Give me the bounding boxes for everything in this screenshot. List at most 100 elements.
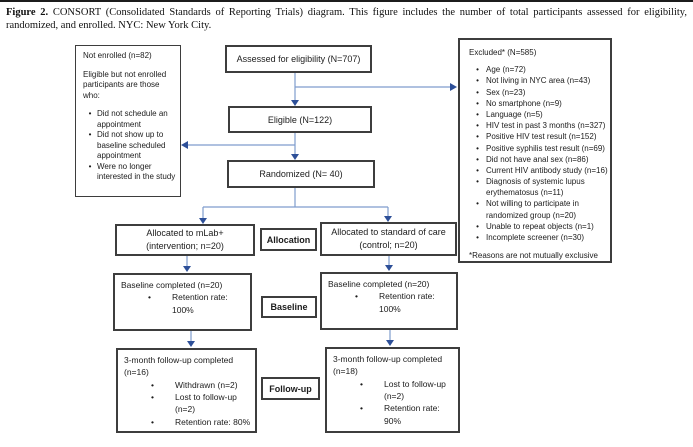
list-item-text: Retention rate: 80% [175,416,251,427]
baseline-intervention-title: Baseline completed (n=20) [121,280,223,290]
list-item: Age (n=72) [469,64,608,75]
list-item: Current HIV antibody study (n=16) [469,165,608,176]
followup-control-title: 3-month follow-up completed (n=18) [333,354,443,377]
list-item-text: Not living in NYC area (n=43) [486,76,591,86]
list-item: Lost to follow-up (n=2) [333,378,456,403]
bullet-dot [469,98,486,109]
list-item-text: Sex (n=23) [486,87,526,97]
bullet-dot [146,416,175,428]
top-border-rule [0,0,693,2]
list-item: Did not schedule an appointment [83,109,177,130]
list-item-text: Lost to follow-up (n=2) [175,391,237,415]
list-item-text: Did not have anal sex (n=86) [486,154,589,164]
list-item: Were no longer interested in the study [83,162,177,183]
bullet-dot [469,143,486,154]
bullet-dot [469,232,486,243]
bullet-dot [83,130,97,141]
list-item: Unable to repeat objects (n=1) [469,221,608,232]
not-enrolled-list: Did not schedule an appointment Did not … [83,109,177,183]
list-item: Retention rate: 100% [121,291,248,316]
list-item-text: Did not schedule an appointment [97,109,168,129]
list-item-text: Language (n=5) [486,109,543,119]
list-item: No smartphone (n=9) [469,98,608,109]
excluded-box: Excluded* (N=585) Age (n=72) Not living … [458,38,612,263]
allocated-intervention-line2: (intervention; n=20) [146,241,224,251]
list-item-text: Retention rate: 90% [384,403,440,426]
list-item: HIV test in past 3 months (n=327) [469,120,608,131]
list-item-text: Did not show up to baseline scheduled ap… [97,130,166,161]
list-item: Retention rate: 90% [333,402,456,427]
list-item: Positive syphilis test result (n=69) [469,143,608,154]
list-item: Lost to follow-up (n=2) [124,391,253,416]
followup-control-box: 3-month follow-up completed (n=18) Lost … [325,347,460,433]
eligible-box: Eligible (N=122) [228,106,372,133]
bullet-dot [146,391,175,403]
stage-label-followup: Follow-up [261,377,320,400]
arrow-allocation-to-baseline-right [385,256,393,271]
list-item: Language (n=5) [469,109,608,120]
bullet-dot [469,120,486,131]
list-item: Incomplete screener (n=30) [469,232,608,243]
bullet-dot [143,291,172,303]
list-item-text: Retention rate: 100% [172,292,228,315]
allocated-control-line2: (control; n=20) [359,240,418,250]
figure-caption-text: CONSORT (Consolidated Standards of Repor… [6,7,687,32]
eligible-text: Eligible (N=122) [267,114,333,125]
list-item-text: Incomplete screener (n=30) [486,233,585,242]
list-item-text: Withdrawn (n=2) [175,379,238,390]
list-item-text: Retention rate: 100% [379,291,435,314]
list-item-text: Not willing to participate in randomized… [486,199,579,220]
arrow-baseline-to-followup-right [386,330,394,346]
list-item: Not living in NYC area (n=43) [469,75,608,86]
bullet-dot [469,154,486,165]
baseline-control-box: Baseline completed (n=20) Retention rate… [320,272,458,330]
figure-caption-label: Figure 2. [6,7,49,18]
list-item-text: Were no longer interested in the study [97,161,176,182]
not-enrolled-subtitle: Eligible but not enrolled participants a… [83,69,167,100]
bullet-dot [469,87,486,98]
list-item-text: No smartphone (n=9) [486,98,562,108]
arrow-allocation-to-baseline-left [183,256,191,272]
allocated-control-line1: Allocated to standard of care [331,226,446,237]
list-item: Did not show up to baseline scheduled ap… [83,130,177,162]
arrow-eligible-to-not-enrolled [181,141,295,149]
list-item-text: Unable to repeat objects (n=1) [486,221,594,231]
bullet-dot [469,221,486,232]
excluded-list: Age (n=72) Not living in NYC area (n=43)… [469,64,608,243]
excluded-footnote: *Reasons are not mutually exclusive [469,251,598,261]
arrow-eligible-to-randomized [291,133,299,160]
stage-label-followup-text: Follow-up [269,383,312,394]
arrow-randomized-split [199,188,392,224]
bullet-dot [350,290,379,302]
bullet-dot [469,176,486,187]
bullet-dot [469,64,486,75]
baseline-control-title: Baseline completed (n=20) [328,279,430,289]
stage-label-baseline-text: Baseline [270,302,308,312]
allocated-intervention-line1: Allocated to mLab+ [146,227,224,238]
bullet-dot [469,109,486,120]
allocated-intervention-box: Allocated to mLab+ (intervention; n=20) [115,224,255,256]
bullet-dot [469,131,486,142]
list-item-text: Age (n=72) [486,65,526,75]
stage-label-allocation-text: Allocation [266,234,311,245]
list-item-text: Positive syphilis test result (n=69) [486,143,605,153]
list-item-text: Diagnosis of systemic lupus erythematosu… [486,177,585,198]
bullet-dot [469,198,486,209]
randomized-box: Randomized (N= 40) [227,160,375,188]
bullet-dot [355,378,384,390]
followup-intervention-box: 3-month follow-up completed (n=16) Withd… [116,348,257,433]
stage-label-allocation: Allocation [260,228,317,251]
not-enrolled-box: Not enrolled (n=82) Eligible but not enr… [75,45,181,197]
excluded-title: Excluded* (N=585) [469,48,537,57]
list-item: Did not have anal sex (n=86) [469,154,608,165]
allocated-control-box: Allocated to standard of care (control; … [320,222,457,256]
arrow-assessed-to-excluded [295,83,457,91]
not-enrolled-title: Not enrolled (n=82) [83,51,152,60]
list-item-text: Positive HIV test result (n=152) [486,132,597,142]
list-item-text: HIV test in past 3 months (n=327) [486,121,606,131]
followup-intervention-title: 3-month follow-up completed (n=16) [124,355,234,378]
baseline-intervention-box: Baseline completed (n=20) Retention rate… [113,273,252,331]
list-item: Not willing to participate in randomized… [469,198,608,220]
list-item: Diagnosis of systemic lupus erythematosu… [469,176,608,198]
